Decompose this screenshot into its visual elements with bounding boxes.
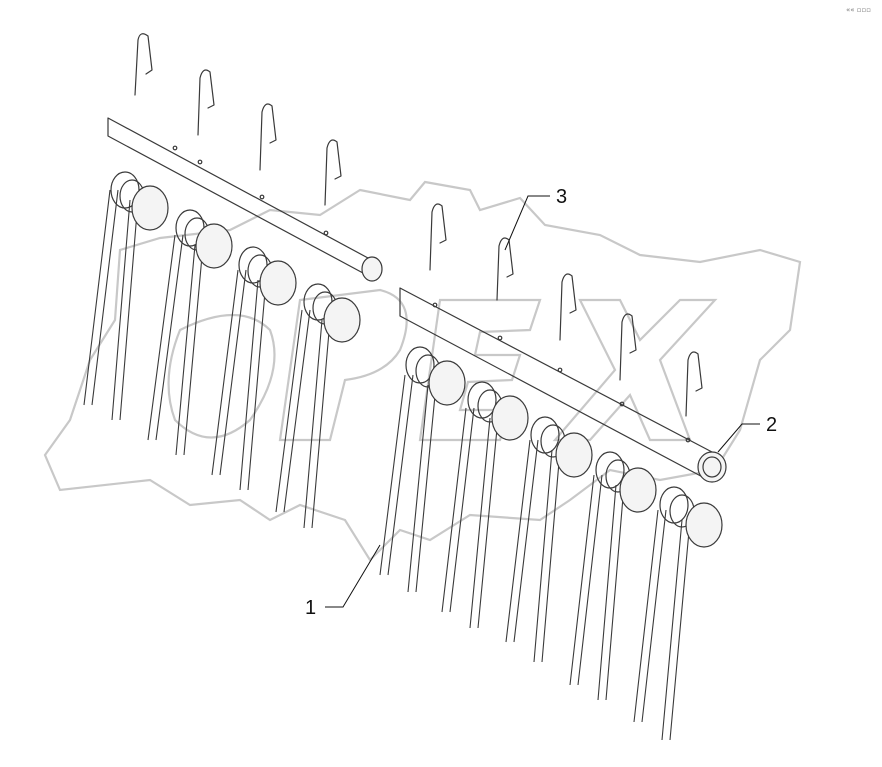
callout-3: 3 [504, 186, 567, 251]
callout-2: 2 [717, 414, 777, 453]
clip-pin [496, 237, 514, 301]
callout-label: 3 [556, 186, 567, 208]
spring-tine [633, 486, 723, 741]
watermark-logo [43, 180, 802, 562]
leader-line [717, 423, 760, 453]
clip-pin [559, 273, 577, 341]
spring-tine [379, 346, 466, 593]
clip-pin [197, 69, 215, 136]
clip-pin [619, 313, 637, 381]
corner-mark: «« ▫▫▫ [846, 6, 871, 14]
shaft-hole [685, 437, 691, 443]
leader-line [504, 195, 550, 251]
spring-tine [147, 209, 233, 456]
watermark-letter-x [552, 298, 718, 442]
callout-label: 1 [305, 597, 316, 619]
spring-tine [83, 171, 169, 421]
shaft-hole [619, 401, 625, 407]
shaft-hole [497, 335, 503, 341]
watermark-letter-o [167, 314, 276, 439]
clip-pins-right-group [429, 203, 703, 417]
clip-pin [324, 139, 342, 206]
shaft-bore [702, 456, 722, 478]
watermark-letter-e [418, 298, 542, 442]
shaft-hole [172, 145, 178, 151]
shaft-hole [557, 367, 563, 373]
shaft-end [697, 451, 727, 483]
shaft-hole [323, 230, 329, 236]
callout-1: 1 [305, 544, 381, 619]
callout-label: 2 [766, 414, 777, 436]
spring-tine [569, 451, 657, 701]
shaft-right [399, 287, 727, 483]
shaft-left [107, 117, 383, 282]
shaft-hole [197, 159, 203, 165]
clip-pin [429, 203, 447, 271]
spring-tines-right-group [379, 346, 723, 741]
clip-pin [134, 33, 153, 96]
spring-tine [441, 381, 529, 629]
spring-tine [275, 283, 361, 529]
shaft-hole [259, 194, 265, 200]
spring-tines-left-group [83, 171, 361, 529]
watermark-letter-p [278, 288, 408, 442]
leader-line [325, 544, 381, 608]
clip-pin [259, 103, 277, 171]
clip-pins-left-group [134, 33, 342, 206]
spring-tine [211, 246, 297, 491]
watermark-gear [43, 180, 802, 562]
shaft-hole [432, 302, 438, 308]
spring-tine [505, 416, 593, 663]
shaft-end [361, 256, 383, 282]
clip-pin [685, 351, 703, 417]
